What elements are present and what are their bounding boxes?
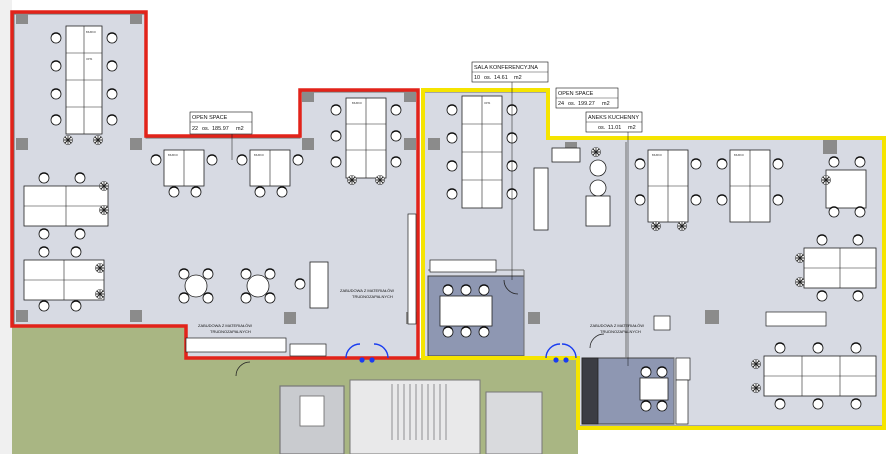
desk-tag-4: BIURKO bbox=[254, 153, 264, 157]
cabinet-note-3-line2: TRUDNOZAPALNYCH bbox=[600, 329, 641, 334]
conference-unit-people: os. bbox=[484, 75, 492, 81]
desk-cluster-b5 bbox=[795, 234, 877, 302]
storage-units-b bbox=[653, 311, 827, 425]
desk-cluster-b2 bbox=[634, 149, 702, 231]
door-markers bbox=[359, 357, 569, 363]
open-space-b-unit-people: os. bbox=[568, 101, 576, 107]
zone-a-outline bbox=[10, 10, 420, 360]
kitchen-unit-people: os. bbox=[598, 125, 606, 131]
cabinet-note-3: ZABUDOWA Z MATERIAŁÓW TRUDNOZAPALNYCH bbox=[590, 323, 644, 334]
conference-count: 10 bbox=[474, 75, 480, 81]
zone-b-outline bbox=[421, 88, 886, 430]
cabinet-note-2-line2: TRUDNOZAPALNYCH bbox=[352, 294, 393, 299]
desk-cluster-a1 bbox=[50, 25, 118, 145]
label-open-space-a: OPEN SPACE 22 os. 185.97 m2 bbox=[189, 111, 253, 160]
conference-title: SALA KONFERENCYJNA bbox=[474, 65, 538, 71]
stair-core bbox=[279, 379, 543, 454]
open-space-a-unit-people: os. bbox=[202, 126, 210, 132]
desk-cluster-b1 bbox=[446, 95, 518, 209]
cabinet-note-2-line1: ZABUDOWA Z MATERIAŁÓW bbox=[340, 288, 394, 293]
kitchen-unit-area: m2 bbox=[628, 125, 636, 131]
cabinet-note-1-line2: TRUDNOZAPALNYCH bbox=[210, 329, 251, 334]
desk-cluster-a4 bbox=[150, 149, 218, 198]
desk-tag-8: BIURKO bbox=[734, 153, 744, 157]
desk-cluster-b3 bbox=[716, 149, 784, 223]
kitchen-counter bbox=[581, 357, 599, 425]
conference-table bbox=[429, 259, 497, 338]
open-space-a-count: 22 bbox=[192, 126, 198, 132]
desk-tag-3: BIURKO bbox=[168, 153, 178, 157]
open-space-b-title: OPEN SPACE bbox=[558, 91, 594, 97]
kitchen-area: 11.01 bbox=[608, 125, 621, 131]
open-space-a-title: OPEN SPACE bbox=[192, 115, 228, 121]
open-space-b-count: 24 bbox=[558, 101, 564, 107]
desk-cluster-a6 bbox=[330, 97, 402, 185]
lounge-area bbox=[533, 147, 611, 231]
desk-tag-7: BIURKO bbox=[652, 153, 662, 157]
cabinet-note-1-line1: ZABUDOWA Z MATERIAŁÓW bbox=[198, 323, 252, 328]
desk-cluster-b6 bbox=[751, 342, 877, 410]
desk-cluster-a5 bbox=[236, 149, 304, 198]
label-open-space-b: OPEN SPACE 24 os. 199.27 m2 bbox=[555, 87, 619, 109]
desk-tag-6: OPIS bbox=[484, 101, 490, 105]
desk-tag-5: BIURKO bbox=[352, 101, 362, 105]
label-kitchen: ANEKS KUCHENNY os. 11.01 m2 bbox=[585, 111, 643, 366]
open-space-a-unit-area: m2 bbox=[236, 126, 244, 132]
desk-tags: BIURKO OPIS BIURKO BIURKO BIURKO OPIS BI… bbox=[86, 30, 744, 157]
desk-cluster-a3 bbox=[23, 246, 105, 312]
kitchen-title: ANEKS KUCHENNY bbox=[588, 115, 639, 121]
open-space-a-area: 185.97 bbox=[212, 126, 229, 132]
interior-doors bbox=[235, 279, 605, 377]
cabinet-note-2: ZABUDOWA Z MATERIAŁÓW TRUDNOZAPALNYCH bbox=[340, 288, 394, 299]
desk-cluster-b4 bbox=[821, 156, 867, 218]
cabinet-note-1: ZABUDOWA Z MATERIAŁÓW TRUDNOZAPALNYCH bbox=[198, 323, 252, 334]
open-space-b-unit-area: m2 bbox=[602, 101, 610, 107]
standing-desk bbox=[294, 261, 329, 309]
kitchen-table bbox=[639, 357, 691, 412]
round-table-2 bbox=[240, 268, 276, 304]
storage-units-a bbox=[185, 213, 417, 357]
outer-margin bbox=[0, 0, 12, 454]
desk-tag-2: OPIS bbox=[86, 57, 92, 61]
glass-doors bbox=[345, 343, 577, 359]
open-space-b-area: 199.27 bbox=[578, 101, 595, 107]
label-conference: SALA KONFERENCYJNA 10 os. 14.61 m2 bbox=[471, 61, 549, 280]
conference-unit-area: m2 bbox=[514, 75, 522, 81]
desk-cluster-a2 bbox=[23, 172, 109, 240]
desk-tag-1: BIURKO bbox=[86, 30, 96, 34]
cabinet-note-3-line1: ZABUDOWA Z MATERIAŁÓW bbox=[590, 323, 644, 328]
round-table-1 bbox=[178, 268, 214, 304]
conference-area: 14.61 bbox=[494, 75, 508, 81]
